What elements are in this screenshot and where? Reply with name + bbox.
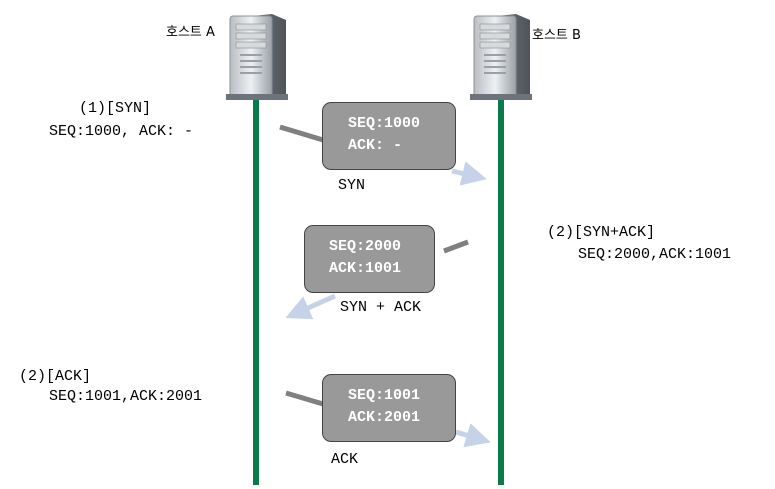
syn-arrow-label: SYN	[338, 177, 366, 194]
synack-arrow-head	[285, 293, 337, 320]
step2-detail: SEQ:2000,ACK:1001	[578, 246, 732, 263]
synack-box-ack: ACK:1001	[329, 260, 402, 277]
step2-title: (2)[SYN+ACK]	[547, 224, 656, 241]
server-a-icon	[226, 14, 288, 100]
ack-message-box	[322, 374, 456, 442]
step3-title: (2)[ACK]	[19, 368, 92, 385]
ack-box-seq: SEQ:1001	[348, 387, 421, 404]
syn-box-seq: SEQ:1000	[348, 115, 421, 132]
host-b-lifeline	[498, 100, 504, 485]
synack-arrow-label: SYN + ACK	[340, 299, 422, 316]
syn-arrow-tail	[279, 124, 324, 143]
step3-detail: SEQ:1001,ACK:2001	[49, 388, 203, 405]
synack-arrow-tail	[443, 239, 469, 254]
ack-arrow-head	[455, 423, 491, 448]
server-b-icon	[470, 14, 532, 100]
ack-arrow-tail	[285, 390, 324, 407]
host-b-label: 호스트 B	[532, 28, 581, 43]
host-a-lifeline	[253, 100, 259, 485]
step1-detail: SEQ:1000, ACK: -	[49, 123, 194, 140]
step1-title: (1)[SYN]	[79, 100, 152, 117]
ack-arrow-label: ACK	[331, 451, 359, 468]
syn-box-ack: ACK: -	[348, 137, 403, 154]
ack-box-ack: ACK:2001	[348, 409, 421, 426]
synack-message-box	[304, 225, 435, 293]
syn-message-box	[322, 102, 456, 170]
host-a-label: 호스트 A	[166, 25, 215, 40]
syn-arrow-head	[451, 161, 487, 186]
synack-box-seq: SEQ:2000	[329, 238, 402, 255]
